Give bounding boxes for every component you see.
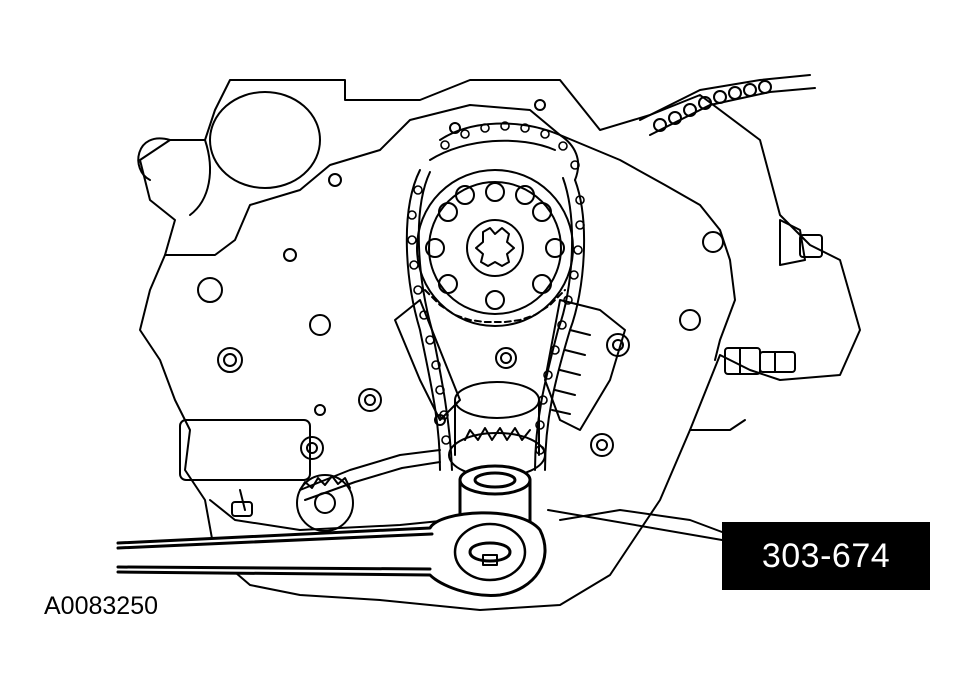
callout-leader-line	[547, 509, 723, 541]
figure-id: A0083250	[44, 592, 159, 620]
tool-callout-label: 303-674	[722, 522, 930, 590]
ratchet-wrench-icon	[116, 464, 547, 597]
crankshaft-sprocket-icon	[448, 381, 546, 478]
chain-guides	[394, 299, 626, 431]
bolts	[197, 99, 724, 460]
right-bank-chain	[639, 74, 823, 266]
coolant-fitting	[724, 347, 796, 375]
camshaft-sprocket-icon	[416, 169, 574, 327]
oil-pump-chain	[296, 449, 441, 532]
